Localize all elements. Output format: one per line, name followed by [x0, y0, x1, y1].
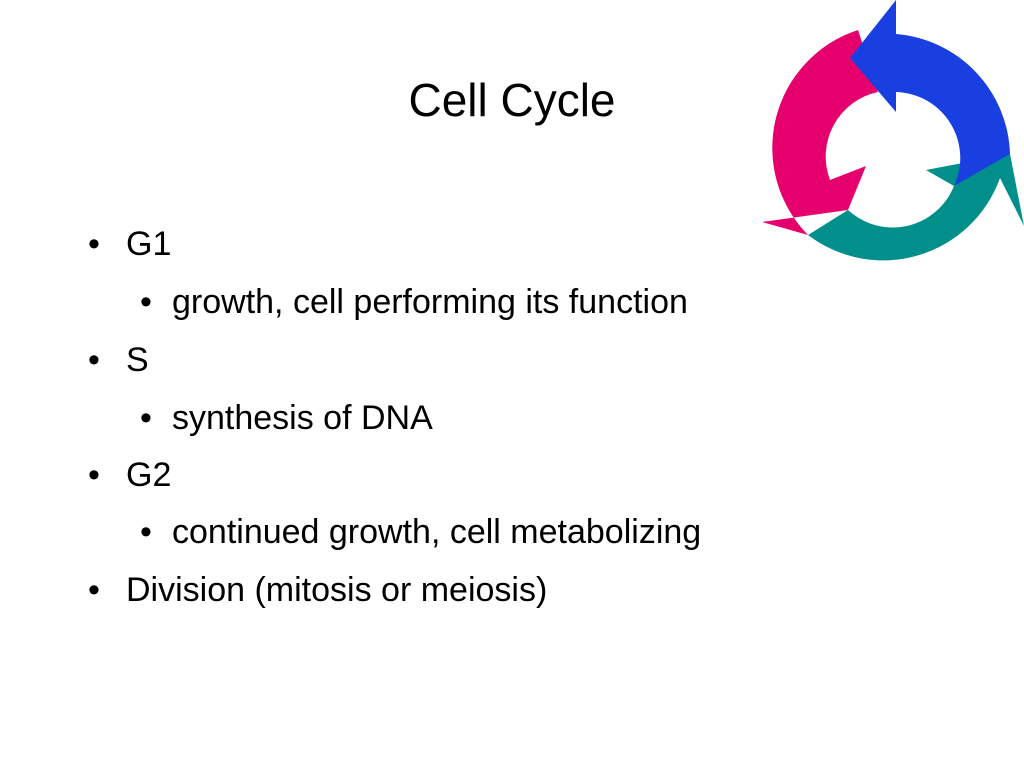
bullet-dot: •: [140, 283, 152, 321]
sub-bullet-item: • synthesis of DNA: [140, 398, 433, 438]
bullet-text: synthesis of DNA: [172, 399, 433, 437]
bullet-text: G1: [126, 225, 172, 263]
sub-bullet-item: • growth, cell performing its function: [140, 282, 688, 322]
slide-title: Cell Cycle: [408, 74, 616, 126]
bullet-dot: •: [140, 399, 152, 437]
bullet-item: • S: [88, 340, 149, 380]
bullet-item: • G1: [88, 224, 172, 264]
bullet-text: Division (mitosis or meiosis): [126, 571, 548, 609]
blue-arrow: [850, 0, 1010, 186]
magenta-arrow: [762, 30, 878, 235]
bullet-item: • G2: [88, 455, 172, 495]
bullet-item: • Division (mitosis or meiosis): [88, 570, 548, 610]
bullet-text: G2: [126, 456, 172, 494]
cycle-arrows-icon: [762, 0, 1024, 261]
bullet-text: growth, cell performing its function: [172, 283, 688, 321]
bullet-dot: •: [88, 225, 100, 263]
bullet-text: continued growth, cell metabolizing: [172, 513, 702, 551]
bullet-dot: •: [140, 513, 152, 551]
bullet-dot: •: [88, 456, 100, 494]
bullet-text: S: [126, 341, 149, 379]
bullet-dot: •: [88, 571, 100, 609]
sub-bullet-item: • continued growth, cell metabolizing: [140, 512, 702, 552]
bullet-dot: •: [88, 341, 100, 379]
teal-arrow: [808, 154, 1024, 261]
